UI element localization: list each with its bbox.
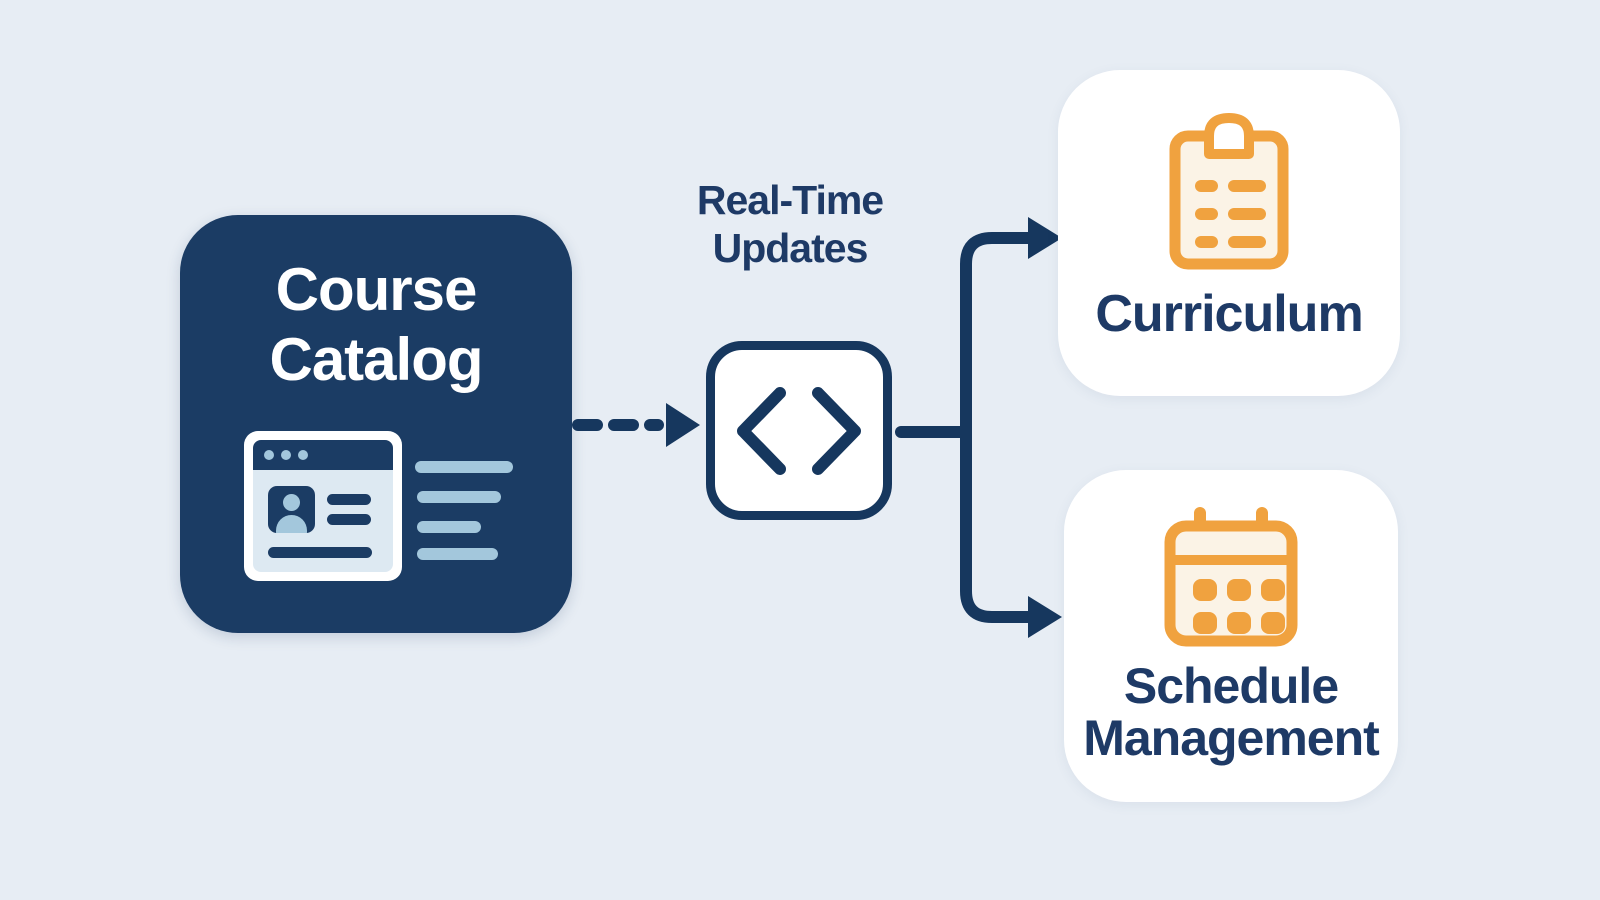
course-catalog-title: Course Catalog bbox=[180, 255, 572, 394]
schedule-management-card: Schedule Management bbox=[1064, 470, 1398, 802]
list-line-placeholder bbox=[417, 491, 501, 503]
curriculum-card: Curriculum bbox=[1058, 70, 1400, 396]
avatar-shoulders bbox=[276, 515, 307, 533]
list-line-placeholder bbox=[417, 548, 498, 560]
arrow-right-icon bbox=[1028, 596, 1062, 638]
list-line-placeholder bbox=[417, 521, 481, 533]
clipboard-list-icon bbox=[1169, 113, 1289, 270]
browser-window-icon bbox=[244, 431, 402, 581]
branch-path bbox=[960, 232, 1040, 623]
code-brackets-icon bbox=[737, 387, 861, 475]
avatar bbox=[268, 486, 315, 533]
code-node bbox=[706, 341, 892, 520]
browser-dot-icon bbox=[264, 450, 274, 460]
calendar-icon bbox=[1164, 507, 1298, 647]
realtime-updates-label-line1: Real-Time bbox=[696, 177, 884, 223]
course-catalog-title-line2: Catalog bbox=[269, 325, 483, 393]
browser-content bbox=[253, 470, 393, 572]
text-line-placeholder bbox=[327, 494, 371, 505]
browser-titlebar bbox=[253, 440, 393, 470]
course-catalog-node: Course Catalog bbox=[180, 215, 572, 633]
text-line-placeholder bbox=[327, 514, 371, 525]
avatar-head bbox=[283, 494, 300, 511]
browser-window-frame bbox=[253, 440, 393, 572]
realtime-updates-label-line2: Updates bbox=[712, 225, 869, 272]
schedule-label-line2: Management bbox=[1083, 710, 1380, 766]
schedule-management-label: Schedule Management bbox=[1083, 658, 1380, 766]
arrow-right-icon bbox=[1028, 217, 1062, 259]
browser-dot-icon bbox=[281, 450, 291, 460]
text-line-placeholder bbox=[268, 547, 372, 558]
browser-dot-icon bbox=[298, 450, 308, 460]
list-line-placeholder bbox=[415, 461, 513, 473]
realtime-updates-label: Real-Time Updates bbox=[640, 176, 940, 273]
curriculum-label: Curriculum bbox=[1095, 285, 1363, 343]
course-catalog-title-line1: Course bbox=[275, 256, 478, 323]
schedule-label-line1: Schedule bbox=[1123, 658, 1339, 714]
arrow-right-icon bbox=[666, 403, 700, 447]
